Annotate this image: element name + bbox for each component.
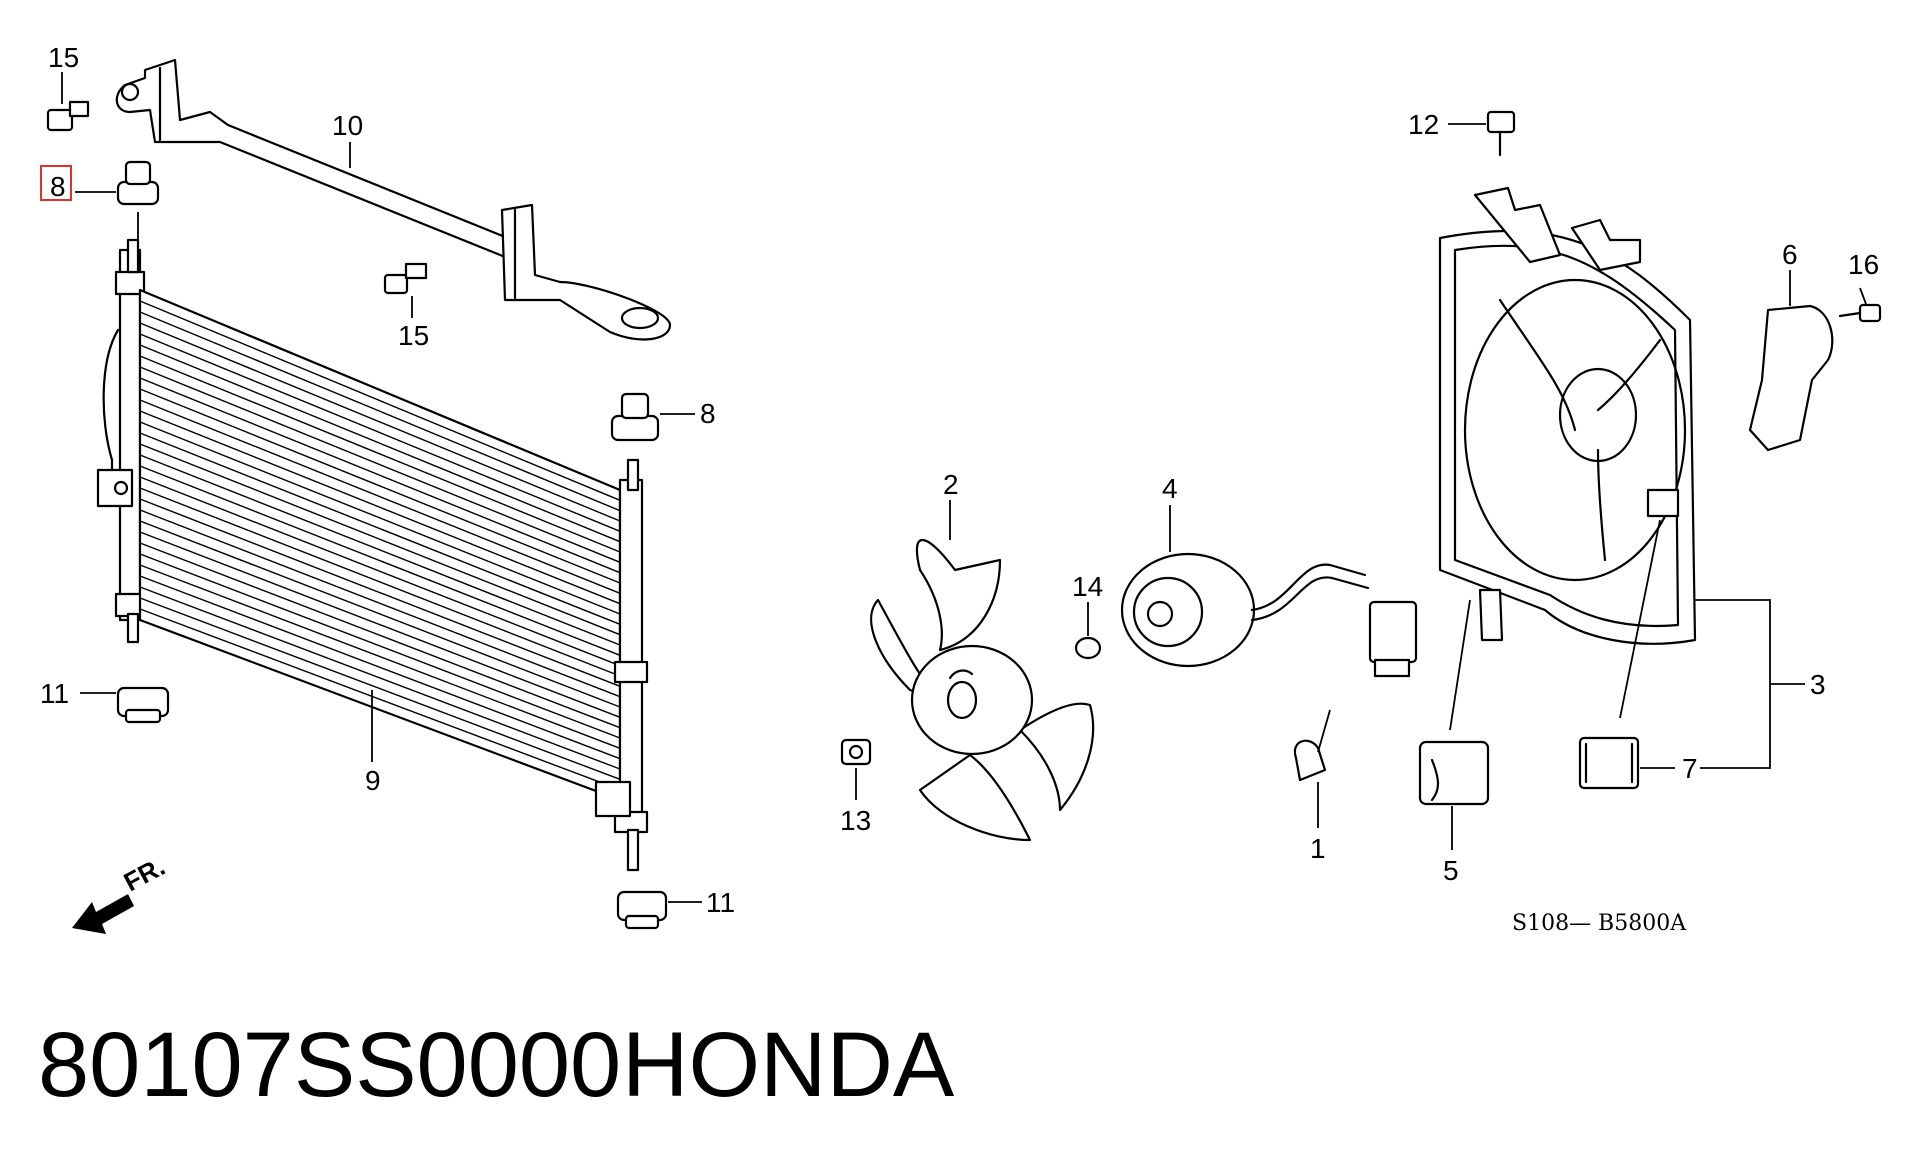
brand-name: HONDA: [622, 1014, 955, 1116]
condenser-fin: [139, 421, 621, 615]
cushion-11-left: [116, 686, 170, 724]
callout-3: 3: [1810, 669, 1826, 700]
cushion-8-left: [116, 160, 160, 206]
condenser-fin: [139, 487, 621, 677]
nut-13: [840, 738, 872, 766]
condenser-fin: [139, 377, 621, 574]
callout-10: 10: [332, 110, 363, 141]
clip-7: [1578, 736, 1640, 790]
front-arrow-icon: FR.: [72, 851, 170, 934]
condenser-fin: [139, 465, 621, 656]
fan-motor: [1120, 552, 1418, 678]
diagram-code: S108— B5800A: [1512, 911, 1687, 936]
condenser-fin: [139, 355, 621, 553]
condenser-fin: [139, 311, 621, 512]
condenser-fin: [139, 333, 621, 532]
callout-4: 4: [1162, 473, 1178, 504]
highlight-box: [40, 165, 72, 201]
clip-1: [1293, 739, 1327, 782]
callout-9: 9: [365, 765, 381, 796]
callout-6: 6: [1782, 239, 1798, 270]
callout-8-right: 8: [700, 398, 716, 429]
clip-5: [1418, 740, 1490, 806]
callout-8-left: 8: [50, 171, 66, 202]
callout-16: 16: [1848, 249, 1879, 280]
condenser: [96, 238, 649, 872]
cushion-8-right: [610, 392, 660, 442]
condenser-fin: [139, 454, 621, 646]
callout-14: 14: [1072, 571, 1103, 602]
callout-11-right: 11: [706, 887, 735, 918]
condenser-fin: [139, 300, 621, 501]
condenser-fin: [139, 597, 621, 780]
condenser-fin: [139, 608, 621, 791]
bolt-16: [1838, 303, 1882, 323]
condenser-fin: [139, 553, 621, 739]
condenser-fin: [139, 322, 621, 522]
cover-6: [1748, 304, 1834, 452]
part-number: 80107SS0000: [38, 1014, 621, 1116]
callout-2: 2: [943, 469, 959, 500]
fan-blade: [870, 539, 1095, 842]
callout-5: 5: [1443, 855, 1459, 886]
bolt-15-top: [46, 100, 90, 132]
callout-1: 1: [1310, 833, 1326, 864]
callout-15-top: 15: [48, 42, 79, 73]
condenser-fin: [139, 432, 621, 625]
callout-11-left: 11: [40, 678, 69, 709]
condenser-fin: [139, 564, 621, 749]
upper-bracket: [115, 58, 672, 341]
washer-14: [1074, 636, 1102, 660]
callout-13: 13: [840, 805, 871, 836]
condenser-fin: [139, 586, 621, 770]
leader-lines: [61, 72, 1867, 903]
condenser-fin: [139, 388, 621, 584]
condenser-fin: [139, 498, 621, 687]
condenser-fin: [139, 531, 621, 718]
bolt-12: [1486, 110, 1516, 157]
callout-15-middle: 15: [398, 320, 429, 351]
condenser-fin: [139, 520, 621, 708]
condenser-fin: [139, 443, 621, 636]
callout-12: 12: [1408, 109, 1439, 140]
cushion-11-right: [616, 890, 668, 930]
callout-7: 7: [1682, 753, 1698, 784]
front-marker: FR.: [119, 851, 170, 897]
condenser-fin: [139, 575, 621, 760]
condenser-fin: [139, 509, 621, 698]
fan-shroud: [1438, 186, 1697, 645]
bolt-15-middle: [383, 262, 428, 295]
condenser-fin: [139, 366, 621, 563]
condenser-fin: [139, 410, 621, 605]
condenser-fin: [139, 399, 621, 594]
condenser-fin: [139, 476, 621, 667]
condenser-fin: [139, 542, 621, 729]
condenser-fin: [139, 344, 621, 543]
